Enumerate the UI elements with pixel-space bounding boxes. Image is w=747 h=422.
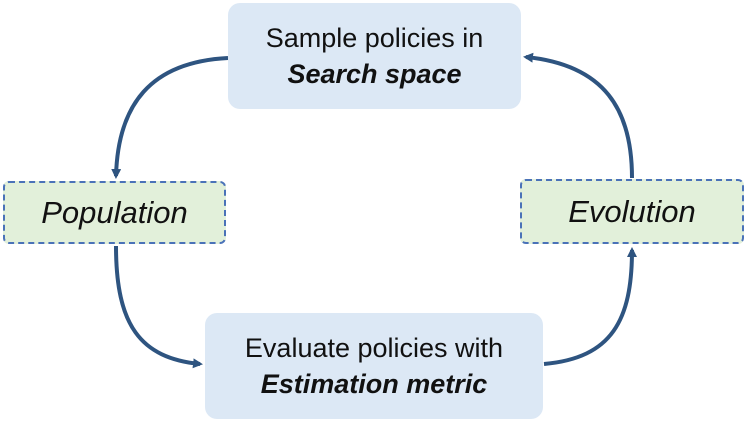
arrow-evolution-to-sample: [523, 52, 634, 179]
arrow-sample-to-population: [111, 56, 229, 179]
arrow-evaluate-to-evolution: [543, 247, 637, 366]
evaluate-policies-node: Evaluate policies with Estimation metric: [205, 313, 543, 419]
evolution-label: Evolution: [568, 193, 696, 229]
evaluate-policies-text: Evaluate policies with: [244, 333, 504, 363]
arrow-population-to-evaluate: [114, 245, 203, 369]
evolution-node: Evolution: [520, 179, 744, 244]
population-label: Population: [41, 194, 188, 230]
estimation-metric-text: Estimation metric: [260, 369, 488, 399]
search-space-text: Search space: [287, 59, 462, 89]
sample-policies-text: Sample policies in: [265, 23, 484, 53]
sample-policies-node: Sample policies in Search space: [228, 3, 521, 109]
population-node: Population: [3, 181, 226, 244]
